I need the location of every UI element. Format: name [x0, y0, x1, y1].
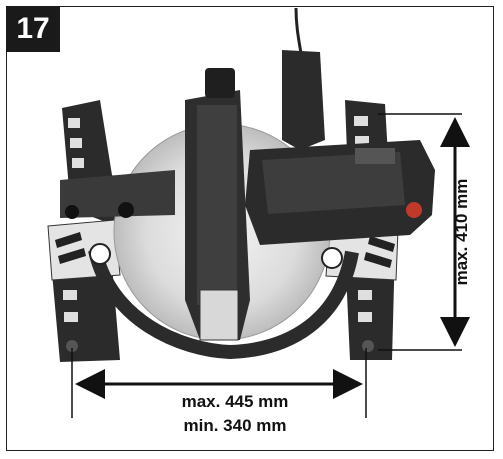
width-min-label: min. 340 mm — [183, 416, 287, 435]
blade-guard — [185, 68, 250, 341]
width-dimension-labels: max. 445 mm min. 340 mm — [140, 390, 330, 438]
motor-handle — [245, 50, 435, 245]
height-dimension-label: max. 410 mm — [452, 178, 471, 286]
step-badge: 17 — [6, 6, 60, 52]
width-max-label: max. 445 mm — [181, 392, 289, 411]
